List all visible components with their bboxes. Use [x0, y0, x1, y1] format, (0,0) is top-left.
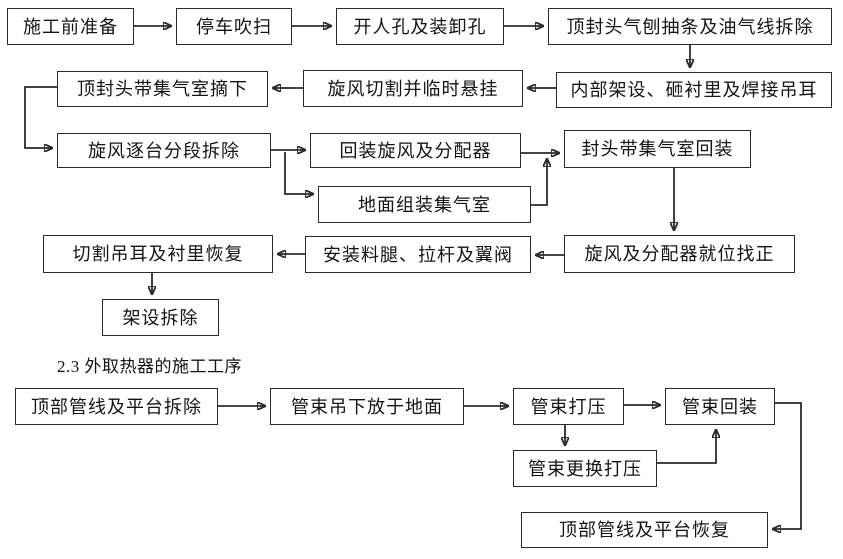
node-top-piping-platform-restore: 顶部管线及平台恢复 [521, 512, 768, 548]
node-install-diplegs-valves: 安装料腿、拉杆及翼阀 [305, 236, 531, 273]
arrow-n7-n8 [24, 86, 57, 148]
node-internal-scaffold-lining-lugs: 内部架设、砸衬里及焊接吊耳 [556, 72, 832, 108]
node-tube-bundle-replace-test: 管束更换打压 [513, 450, 657, 487]
node-head-plenum-reinstall: 封头带集气室回装 [564, 130, 751, 168]
node-scaffold-removal: 架设拆除 [102, 299, 219, 336]
node-cyclone-alignment: 旋风及分配器就位找正 [564, 235, 795, 273]
section-caption: 2.3 外取热器的施工工序 [57, 357, 242, 376]
node-reinstall-cyclone-distributor: 回装旋风及分配器 [310, 133, 521, 168]
node-cut-lugs-lining-restore: 切割吊耳及衬里恢复 [43, 235, 273, 273]
node-tube-bundle-lower-to-ground: 管束吊下放于地面 [270, 388, 464, 425]
node-shutdown-purge: 停车吹扫 [176, 8, 292, 45]
arrow-n8-n10 [284, 152, 313, 194]
node-pre-construction-prep: 施工前准备 [7, 8, 134, 45]
arrow-m4-m6 [773, 402, 802, 529]
arrow-n10-n11 [531, 159, 547, 206]
arrow-m5-m4 [657, 430, 716, 464]
node-ground-assemble-plenum: 地面组装集气室 [318, 186, 531, 223]
node-tube-bundle-pressure-test: 管束打压 [513, 388, 624, 425]
node-open-manholes: 开人孔及装卸孔 [336, 8, 504, 45]
node-top-piping-platform-removal: 顶部管线及平台拆除 [15, 388, 218, 425]
node-top-head-gouging-removal: 顶封头气刨抽条及油气线拆除 [548, 8, 832, 45]
node-cyclone-segment-removal: 旋风逐台分段拆除 [57, 133, 271, 168]
node-tube-bundle-reinstall: 管束回装 [665, 388, 775, 425]
node-top-head-plenum-removal: 顶封头带集气室摘下 [57, 71, 268, 107]
node-cyclone-cutting-hanging: 旋风切割并临时悬挂 [303, 70, 523, 107]
